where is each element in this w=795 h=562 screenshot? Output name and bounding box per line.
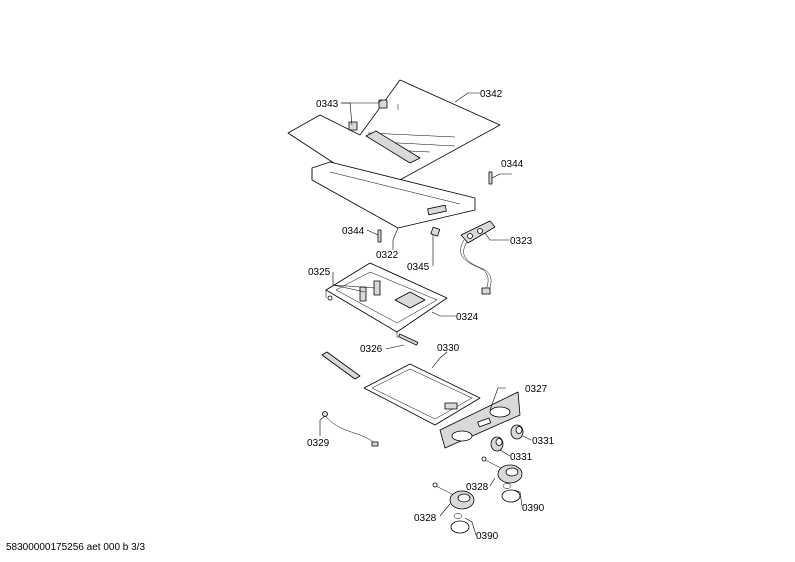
part-0328-knob-upper bbox=[481, 456, 523, 484]
part-0331-cap-upper bbox=[510, 424, 524, 440]
part-0322-housing bbox=[311, 161, 476, 229]
label-0329: 0329 bbox=[307, 438, 330, 449]
label-0322: 0322 bbox=[376, 250, 399, 261]
part-labels: 0343 0342 0344 0344 0322 0345 0323 0325 … bbox=[307, 89, 555, 542]
part-0390-ring-lower bbox=[450, 513, 470, 534]
document-footer-id: 58300000175256 aet 000 b 3/3 bbox=[6, 542, 146, 553]
part-0343-clips bbox=[348, 99, 399, 131]
label-0328-upper: 0328 bbox=[466, 482, 489, 493]
part-0328-knob-lower bbox=[432, 482, 475, 510]
label-0390-lower: 0390 bbox=[476, 531, 499, 542]
label-0325: 0325 bbox=[308, 267, 331, 278]
label-0331-upper: 0331 bbox=[532, 436, 555, 447]
label-0345: 0345 bbox=[407, 262, 430, 273]
label-0331-lower: 0331 bbox=[510, 452, 533, 463]
label-0326: 0326 bbox=[360, 344, 383, 355]
part-0390-ring-upper bbox=[501, 483, 521, 503]
label-0344-left: 0344 bbox=[342, 226, 365, 237]
part-0330-plate bbox=[363, 363, 481, 426]
part-0331-cap-lower bbox=[490, 436, 504, 452]
part-0329-wire bbox=[322, 411, 379, 447]
part-0326-rail bbox=[321, 351, 361, 380]
leader-lines bbox=[319, 92, 532, 536]
connector-strip bbox=[398, 333, 419, 346]
label-0342: 0342 bbox=[480, 89, 503, 100]
part-0327-fascia bbox=[439, 391, 521, 449]
label-0323: 0323 bbox=[510, 236, 533, 247]
label-0344-right: 0344 bbox=[501, 159, 524, 170]
part-0324-tray bbox=[325, 262, 448, 338]
label-0324: 0324 bbox=[456, 312, 479, 323]
part-0344-pin-left bbox=[377, 229, 382, 243]
label-0327: 0327 bbox=[525, 384, 548, 395]
part-0345-clip bbox=[430, 226, 441, 237]
label-0328-lower: 0328 bbox=[414, 513, 437, 524]
label-0343: 0343 bbox=[316, 99, 339, 110]
label-0390-upper: 0390 bbox=[522, 503, 545, 514]
part-0323-switch-module bbox=[460, 220, 496, 295]
part-0344-pin-right bbox=[488, 171, 493, 185]
label-0330: 0330 bbox=[437, 343, 460, 354]
